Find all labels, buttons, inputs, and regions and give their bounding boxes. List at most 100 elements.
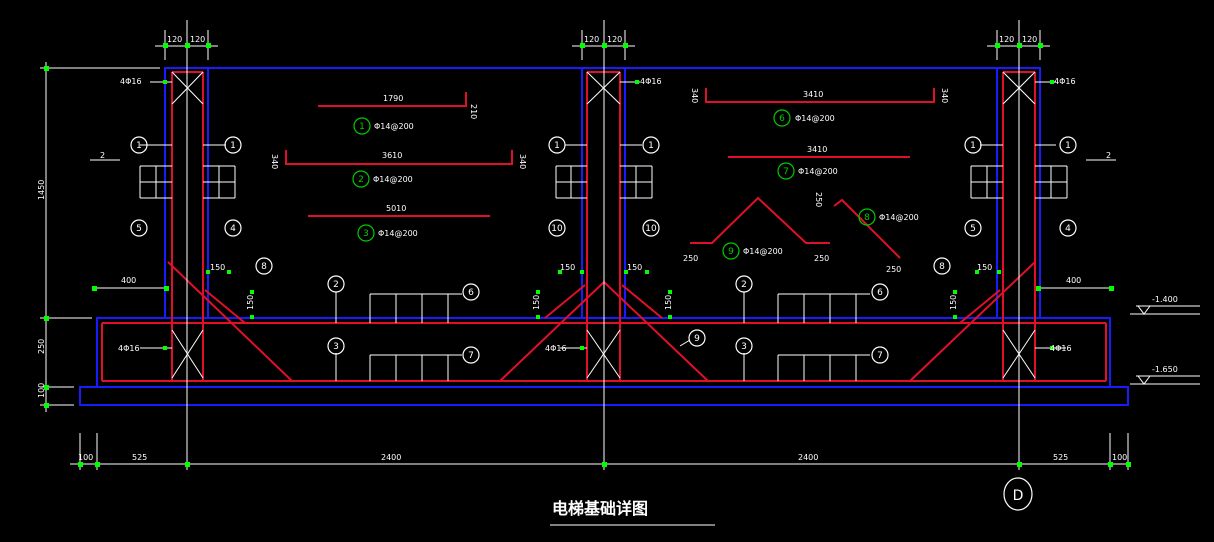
grid-axis-bubble (1003, 477, 1033, 511)
bar2-length: 3610 (382, 151, 402, 160)
callout-numbers-green: 1 2 3 6 7 8 9 (358, 114, 870, 257)
stirrup-ladder-right-inner (970, 144, 1003, 199)
callout-circle (871, 346, 889, 364)
dim-top-mid-1: 120 (584, 35, 599, 44)
stirrup-ladder-mid-left (555, 144, 587, 199)
callout-circle (688, 329, 706, 347)
callout-label: 8 (864, 213, 870, 223)
bar8-shape (833, 198, 901, 259)
bar1-shape (318, 92, 467, 107)
stirrup-ladder-left-outer (139, 144, 172, 199)
callout-label: 1 (230, 141, 236, 151)
callout-label: 9 (728, 247, 734, 257)
callout-circle (130, 136, 148, 154)
callout-circle (462, 346, 480, 364)
wall-bars-label: 4Φ16 (545, 344, 567, 353)
callout-label: 9 (694, 334, 700, 344)
callout-circle (858, 208, 876, 226)
callout-label: 4 (1065, 224, 1071, 234)
dim-bottom-span-1: 2400 (381, 453, 401, 462)
callout-label: 7 (468, 351, 474, 361)
bar7-length: 3410 (807, 145, 827, 154)
callout-circle (964, 136, 982, 154)
callout-circle (933, 257, 951, 275)
callout-circle (773, 109, 791, 127)
x-mark (171, 71, 204, 105)
bar2-hook-right: 340 (518, 154, 527, 169)
callout-label: 5 (970, 224, 976, 234)
haunch-bar-mid-1 (499, 281, 605, 382)
stirrup-ladder-right-outer (1035, 144, 1068, 199)
callout-label: 2 (333, 280, 339, 290)
dim-haunch-v-3: 150 (664, 295, 673, 310)
callout-circle (357, 224, 375, 242)
callout-label: 8 (939, 262, 945, 272)
bar7-spec: Φ14@200 (798, 167, 838, 176)
callout-circle (735, 337, 753, 355)
haunch-bar-right-2 (959, 289, 1001, 324)
callout-label: 7 (783, 167, 789, 177)
callout-label: 3 (333, 342, 339, 352)
callout-label: 1 (1065, 141, 1071, 151)
callout-label: 4 (230, 224, 236, 234)
dim-height-slab: 250 (37, 339, 46, 354)
bar2-hook-left: 340 (270, 154, 279, 169)
bar9-left: 250 (683, 254, 698, 263)
bar8-spec: Φ14@200 (879, 213, 919, 222)
callout-circle (224, 219, 242, 237)
x-mark (1002, 71, 1036, 105)
bar8-end: 250 (886, 265, 901, 274)
dim-haunch-v-2: 150 (532, 295, 541, 310)
callout-circles-green (352, 109, 876, 260)
callout-circle (1059, 219, 1077, 237)
callout-circle (871, 283, 889, 301)
bar9-spec: Φ14@200 (743, 247, 783, 256)
bar2-shape (285, 150, 513, 165)
bar6-shape (705, 88, 935, 103)
callout-circle (353, 117, 371, 135)
dim-top-left-1: 120 (167, 35, 182, 44)
callout-label: 7 (877, 351, 883, 361)
bar6-spec: Φ14@200 (795, 114, 835, 123)
section-mark-left: 2 (100, 151, 105, 160)
callout-circle (642, 219, 660, 237)
dim-haunch-v-1: 150 (246, 295, 255, 310)
bar6-hook-right: 340 (940, 88, 949, 103)
dim-top-right-1: 120 (999, 35, 1014, 44)
bar6-hook-left: 340 (690, 88, 699, 103)
callout-circle (224, 136, 242, 154)
haunch-bar-mid-4 (621, 284, 663, 319)
callout-label: 1 (359, 122, 365, 132)
callout-label: 1 (554, 141, 560, 151)
callout-label: 2 (741, 280, 747, 290)
section-mark-right: 2 (1106, 151, 1111, 160)
dim-haunch-right: 150 (977, 263, 992, 272)
dim-bottom-100-right: 100 (1112, 453, 1127, 462)
dim-bottom-100-left: 100 (78, 453, 93, 462)
callout-circle (462, 283, 480, 301)
x-mark (171, 329, 204, 379)
callout-circle (327, 275, 345, 293)
slab-stirrups-top-right (777, 293, 870, 323)
haunch-bar-left-2 (204, 289, 246, 324)
dim-overhang-right: 400 (1066, 276, 1081, 285)
stirrup-ladder-mid-right (620, 144, 653, 199)
callout-label: 1 (970, 141, 976, 151)
dim-bottom-525-left: 525 (132, 453, 147, 462)
slab-stirrups-bottom-right (777, 354, 870, 381)
level-marker-bottom (1130, 375, 1200, 385)
bar1-hook: 210 (469, 104, 478, 119)
dim-haunch-v-4: 150 (949, 295, 958, 310)
level-bottom-label: -1.650 (1152, 365, 1178, 374)
x-mark (1002, 329, 1036, 379)
axis-lines (40, 20, 1200, 526)
bar8-hook: 250 (814, 192, 823, 207)
level-marker-top (1130, 305, 1200, 315)
grid-axis-label: D (1013, 488, 1024, 504)
bar2-spec: Φ14@200 (373, 175, 413, 184)
callout-circles (130, 136, 1077, 511)
dim-height-cushion: 100 (37, 383, 46, 398)
haunch-bar-right-1 (909, 261, 1036, 382)
rebar-specs: 4Φ16 4Φ16 4Φ16 4Φ16 4Φ16 4Φ16 1790 210 Φ… (100, 77, 1111, 353)
